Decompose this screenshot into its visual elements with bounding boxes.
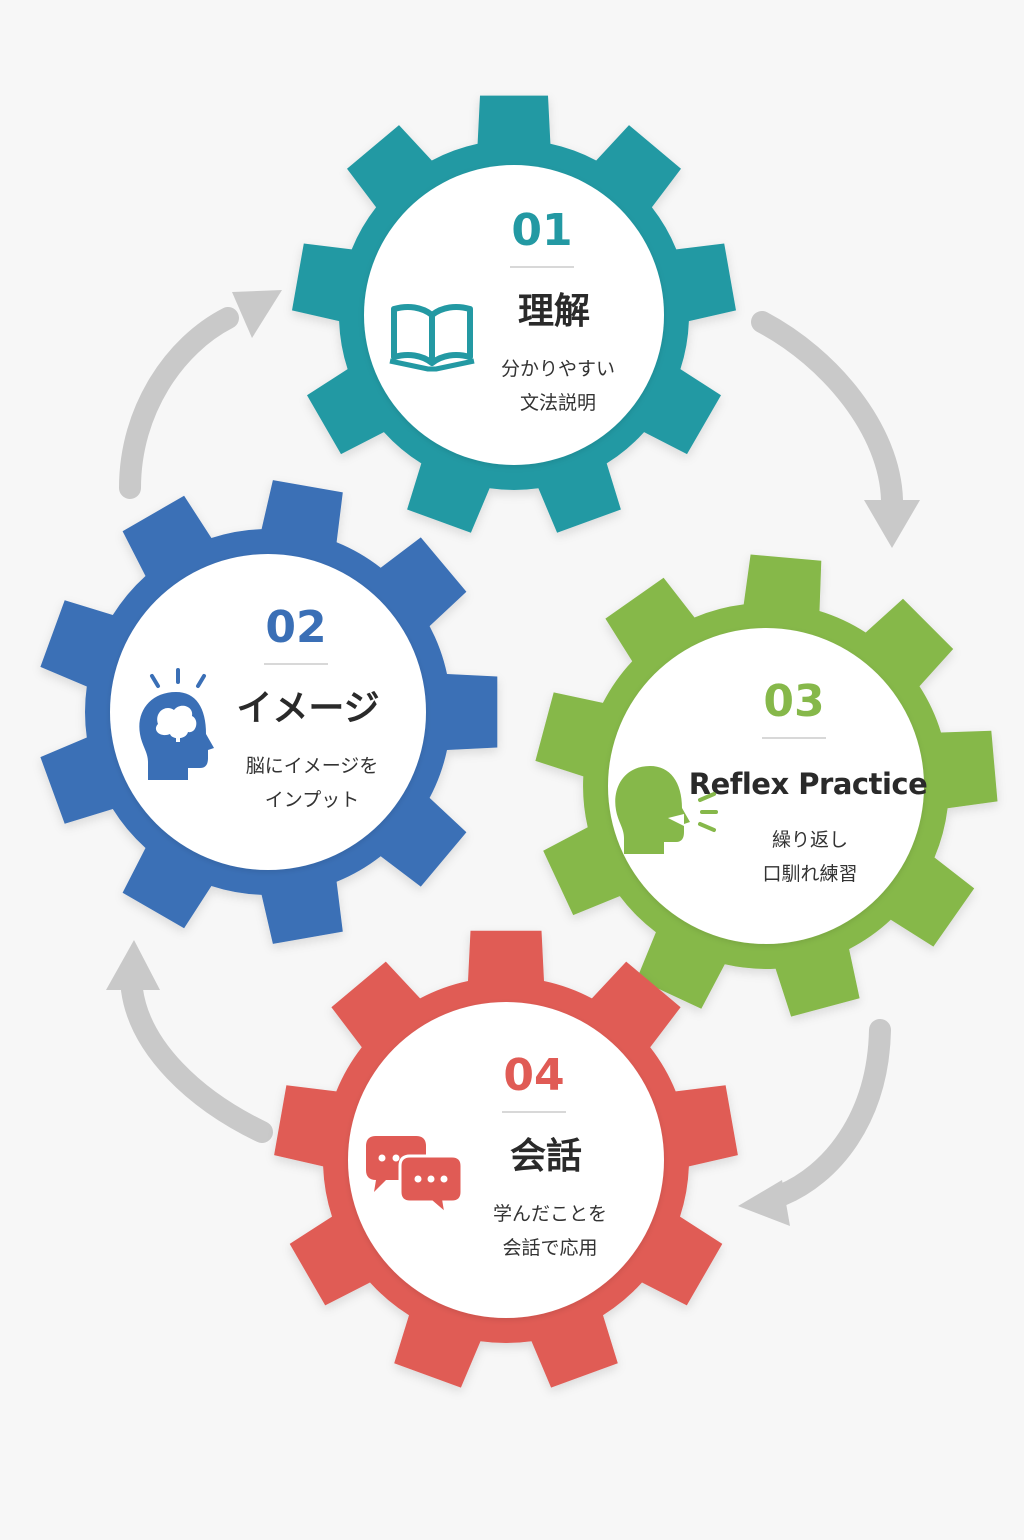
gear-face: [364, 165, 664, 465]
head-brain-icon: [139, 668, 214, 780]
step-desc-line1: 脳にイメージを: [246, 755, 379, 777]
step-title: イメージ: [236, 688, 379, 729]
step-desc-line2: 口馴れ練習: [762, 863, 857, 885]
step-desc-line1: 学んだことを: [493, 1203, 607, 1225]
step-number: 04: [503, 1050, 564, 1101]
step-desc-line2: インプット: [265, 789, 359, 811]
arrow-2-to-1: [119, 290, 282, 499]
step-number: 03: [763, 676, 824, 727]
step-number: 01: [511, 205, 572, 256]
step-desc-line2: 会話で応用: [502, 1237, 597, 1259]
cycle-arrows: [106, 290, 920, 1226]
gear-face: [110, 554, 426, 870]
gear-face: [348, 1002, 664, 1318]
arrow-4-to-2: [106, 940, 273, 1143]
step-title: Reflex Practice: [689, 767, 928, 801]
speaking-head-icon: [615, 766, 718, 854]
gear-face: [608, 628, 924, 944]
step-desc-line1: 繰り返し: [772, 829, 848, 851]
step-title: 理解: [518, 291, 590, 332]
step-desc-line1: 分かりやすい: [501, 358, 615, 380]
step-desc-line2: 文法説明: [520, 392, 596, 414]
arrow-1-to-3: [751, 311, 920, 548]
step-title: 会話: [510, 1136, 582, 1177]
arrow-3-to-4: [738, 1019, 891, 1226]
step-number: 02: [265, 602, 326, 653]
chat-bubbles-icon: [366, 1136, 464, 1218]
open-book-icon: [389, 304, 475, 372]
